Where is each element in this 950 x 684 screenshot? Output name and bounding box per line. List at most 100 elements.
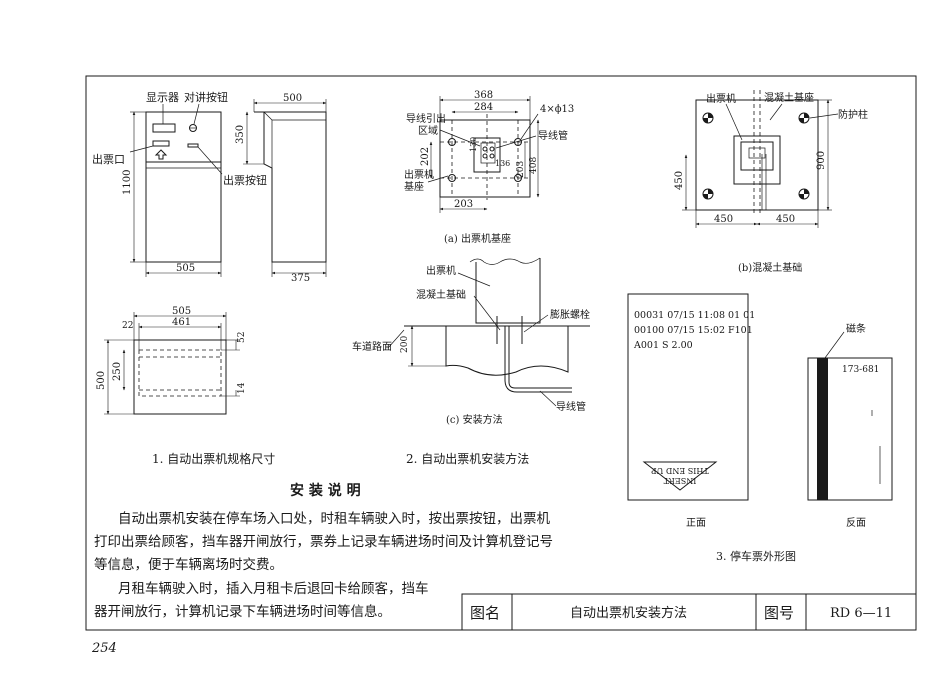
ticket-back <box>807 357 893 501</box>
section-conduit <box>508 326 572 389</box>
dim-450-b: 450 <box>776 214 795 225</box>
fig3-ticket: 00031 07/15 11:08 01 01 00100 07/15 15:0… <box>627 293 893 529</box>
base-label-2: 基座 <box>404 180 424 193</box>
notes-para1-line3: 等信息，便于车辆离场时交费。 <box>94 557 283 573</box>
dim-130: 130 <box>469 137 478 152</box>
ticket-button-shape <box>187 143 199 148</box>
concrete-label: 混凝土基础 <box>416 288 466 301</box>
plan-dim-22: 22 <box>122 321 133 331</box>
fig-b-foundation: 出票机 混凝土基座 防护柱 450 900 450 450 <box>674 90 868 228</box>
ticket-line-1: 00031 07/15 11:08 01 01 <box>634 310 755 321</box>
concrete-foundation <box>445 325 569 376</box>
lead-area-label-2: 区域 <box>418 124 438 137</box>
title-name-value: 自动出票机安装方法 <box>570 605 687 621</box>
page-number: 254 <box>91 641 117 656</box>
plan-outline <box>133 339 227 415</box>
plan-dim-505: 505 <box>172 306 191 317</box>
plan-inner-dashed <box>138 349 222 397</box>
exit-label: 出票口 <box>92 152 125 166</box>
foundation-machine-box <box>733 135 781 185</box>
dim-1100: 1100 <box>122 170 133 195</box>
notes-para2-line2: 器开闸放行，计算机记录下车辆进场时间等信息。 <box>94 604 391 620</box>
base-outline <box>439 119 531 198</box>
notes-title: 安 装 说 明 <box>290 482 361 499</box>
notes-para1-line1: 自动出票机安装在停车场入口处，时租车辆驶入时，按出票按钮，出票机 <box>118 511 550 527</box>
base-label-1: 出票机 <box>404 168 434 181</box>
fig2-caption: 2. 自动出票机安装方法 <box>406 451 529 466</box>
dim-500: 500 <box>283 93 302 104</box>
ticket-line-2: 00100 07/15 15:02 F101 <box>634 325 753 336</box>
dim-368: 368 <box>474 90 493 101</box>
bolt-label: 膨胀螺栓 <box>550 308 590 321</box>
notes-para1-line2: 打印出票给顾客，挡车器开闸放行，票券上记录车辆进场时间及计算机登记号 <box>94 534 553 550</box>
machine-front-body <box>145 111 222 263</box>
magnetic-stripe <box>817 358 828 500</box>
insert-text-2: THIS END UP <box>651 466 709 475</box>
plan-dim-52: 52 <box>237 332 247 343</box>
fig2c-caption: (c) 安装方法 <box>446 413 503 426</box>
dim-136: 136 <box>495 159 510 168</box>
fig2a-caption: (a) 出票机基座 <box>444 232 511 245</box>
anchor-hole <box>514 138 522 146</box>
ticket-front <box>627 293 749 501</box>
magstripe-label: 磁条 <box>846 322 866 335</box>
title-number-value: RD 6—11 <box>830 606 892 621</box>
section-machine <box>475 258 541 324</box>
title-block: 图名 自动出票机安装方法 图号 RD 6—11 <box>461 593 917 631</box>
protective-post <box>798 188 810 200</box>
dim-4phi13: 4×ϕ13 <box>540 104 574 115</box>
anchor-hole <box>514 174 522 182</box>
section-machine-label: 出票机 <box>426 264 456 277</box>
fig3-caption: 3. 停车票外形图 <box>716 549 796 563</box>
fig-b-caption: (b)混凝土基础 <box>738 261 802 274</box>
protective-post <box>798 112 810 124</box>
dim-505: 505 <box>176 263 195 274</box>
dim-203-horizontal: 203 <box>454 199 473 210</box>
plan-dim-500: 500 <box>96 371 107 390</box>
plan-dim-461: 461 <box>172 317 191 328</box>
insert-text-1: INSERT <box>663 476 696 485</box>
fig1-elevation: 显示器 对讲按钮 出票口 出票按钮 1100 505 500 350 375 <box>92 90 327 284</box>
dim-202: 202 <box>420 147 431 166</box>
back-label: 反面 <box>846 517 866 529</box>
fig2c-section: 200 出票机 混凝土基础 膨胀螺栓 车道路面 导线管 <box>352 257 590 413</box>
conduit-label: 导线管 <box>538 129 568 142</box>
dim-200: 200 <box>400 336 410 353</box>
notes-para2-line1: 月租车辆驶入时，插入月租卡后退回卡给顾客，挡车 <box>118 581 429 597</box>
concrete-base-label: 混凝土基座 <box>764 91 814 104</box>
road-label: 车道路面 <box>352 340 392 353</box>
ticket-line-3: A001 S 2.00 <box>633 340 693 351</box>
card-number: 173-681 <box>842 365 879 375</box>
conduit-label-c: 导线管 <box>556 400 586 413</box>
intercom-button-shape <box>189 124 197 132</box>
post-label: 防护柱 <box>838 108 868 121</box>
dim-203-vertical: 203 <box>516 161 526 178</box>
protective-post <box>702 112 714 124</box>
intercom-label: 对讲按钮 <box>184 90 228 104</box>
dim-900: 900 <box>816 151 827 170</box>
machine-side-body <box>254 111 327 263</box>
foundation-outline <box>695 99 819 211</box>
dim-350: 350 <box>235 125 246 144</box>
dim-284: 284 <box>474 102 493 113</box>
display-screen <box>152 123 176 133</box>
fig2a-base-plan: 368 284 4×ϕ13 导线引出 区域 导线管 130 136 202 20… <box>404 90 574 213</box>
dim-408: 408 <box>529 157 539 174</box>
foundation-machine-label: 出票机 <box>706 92 736 105</box>
ticket-button-label: 出票按钮 <box>223 173 267 187</box>
fig1-caption: 1. 自动出票机规格尺寸 <box>152 451 275 466</box>
title-name-label: 图名 <box>470 604 500 622</box>
title-number-label: 图号 <box>764 604 794 622</box>
dim-450-vertical: 450 <box>674 171 685 190</box>
front-label: 正面 <box>686 518 706 529</box>
plan-dim-14: 14 <box>237 382 247 394</box>
dim-450-a: 450 <box>714 214 733 225</box>
lead-area-label-1: 导线引出 <box>406 112 446 125</box>
dim-375: 375 <box>291 273 310 284</box>
insert-arrow-icon <box>642 461 718 491</box>
fig1-plan: 505 461 22 52 14 500 250 <box>96 306 247 415</box>
plan-dim-250: 250 <box>112 362 123 381</box>
protective-post <box>702 188 714 200</box>
display-label: 显示器 <box>146 91 179 104</box>
